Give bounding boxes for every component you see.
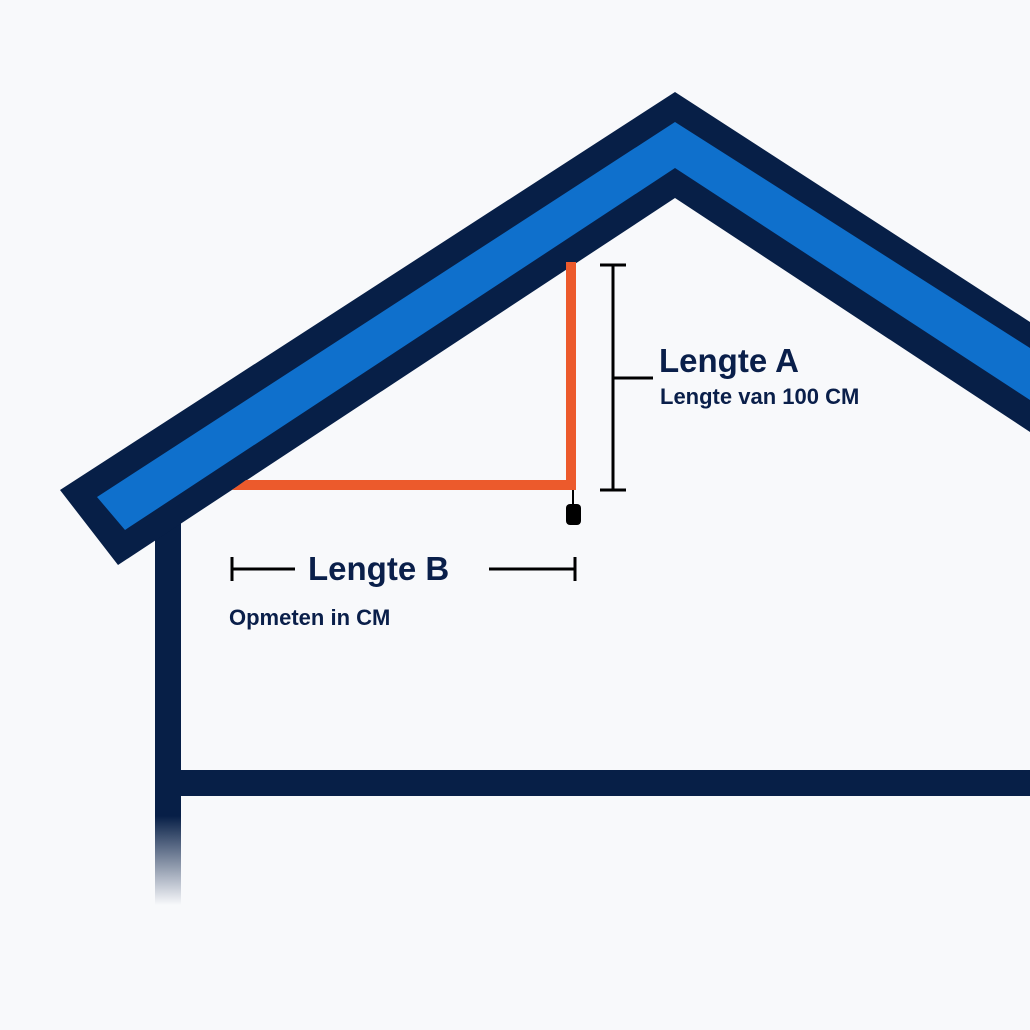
length-b-title: Lengte B <box>308 550 449 587</box>
horizontal-measure-line <box>232 480 576 490</box>
attic-floor <box>155 770 1030 796</box>
length-b-subtitle: Opmeten in CM <box>229 605 390 630</box>
vertical-measure-line <box>566 262 576 490</box>
length-a-title: Lengte A <box>659 342 799 379</box>
left-wall <box>155 500 181 905</box>
plumb-bob-icon <box>566 504 581 525</box>
length-a-subtitle: Lengte van 100 CM <box>660 384 859 409</box>
roof-insulation <box>97 122 1030 530</box>
dimension-a <box>600 263 653 492</box>
dimension-b <box>230 557 577 581</box>
